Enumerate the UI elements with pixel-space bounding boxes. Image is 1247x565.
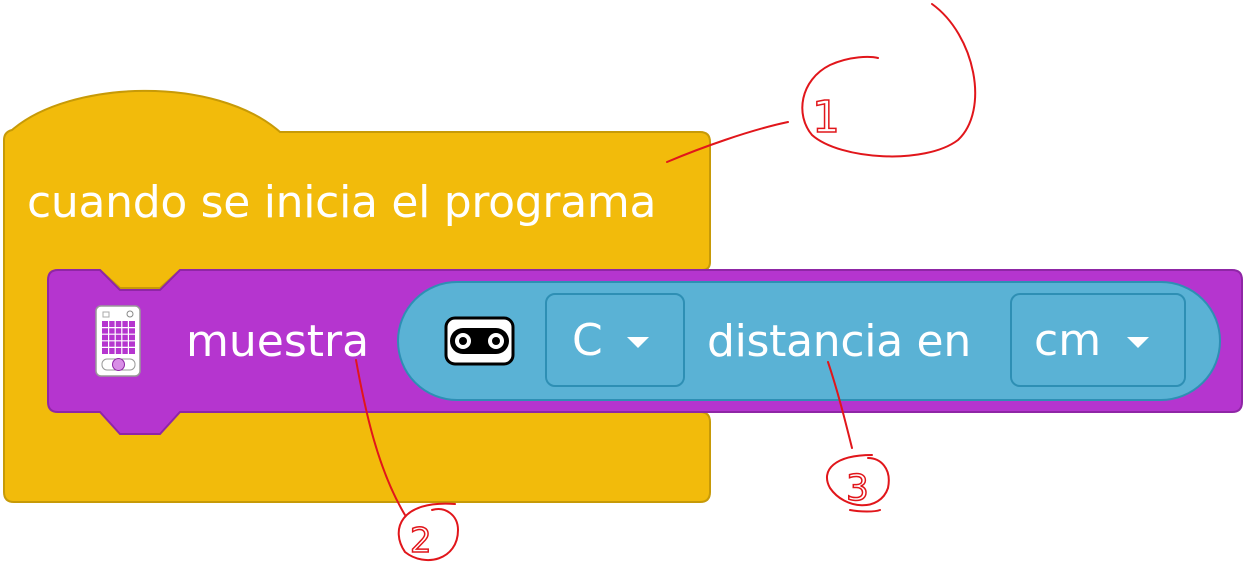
port-dropdown[interactable]: C	[545, 293, 685, 387]
light-matrix-icon	[95, 305, 141, 377]
chevron-down-icon	[1127, 336, 1150, 348]
unit-value: cm	[1034, 314, 1102, 366]
annotation-1-pointer	[666, 121, 789, 163]
event-block-label: cuando se inicia el programa	[27, 177, 657, 228]
chevron-down-icon	[626, 336, 649, 348]
annotation-label-3: 3	[846, 468, 869, 509]
annotation-marks	[355, 3, 977, 561]
annotation-label-2: 2	[410, 521, 432, 561]
annotation-3-pointer	[827, 361, 853, 449]
display-block-label: muestra	[186, 316, 370, 367]
annotation-1-circle	[801, 3, 977, 158]
distance-sensor-icon	[444, 316, 515, 366]
unit-dropdown[interactable]: cm	[1010, 293, 1186, 387]
sensor-reporter-label: distancia en	[707, 316, 971, 367]
annotation-label-1: 1	[812, 92, 840, 143]
annotation-2-pointer	[355, 359, 406, 516]
port-value: C	[572, 314, 603, 366]
annotation-2-circle	[397, 502, 460, 561]
annotation-3-circle	[826, 454, 890, 513]
